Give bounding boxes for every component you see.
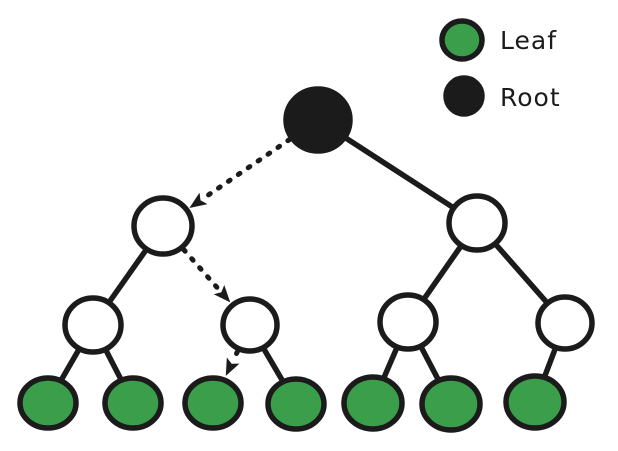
internal-node-ll xyxy=(62,295,124,355)
tree-edges xyxy=(58,136,558,383)
search-path-arrow-lr-leaf-3 xyxy=(225,349,240,376)
legend-swatch-leaf xyxy=(439,18,485,62)
internal-node-lr xyxy=(220,296,280,354)
legend-swatch-root xyxy=(443,75,485,117)
edge-ll-leaf-2 xyxy=(104,349,124,382)
internal-node-rr xyxy=(535,294,595,352)
search-path-arrow-l-lr xyxy=(181,247,231,303)
edge-l-ll xyxy=(106,248,148,305)
edge-lr-leaf-4 xyxy=(262,347,285,383)
leaf-node-1 xyxy=(17,375,79,431)
legend-label-leaf: Leaf xyxy=(500,26,557,55)
search-path-arrow-root-l xyxy=(189,137,292,208)
leaf-node-6 xyxy=(419,375,483,433)
internal-node-r xyxy=(446,193,508,253)
internal-node-l xyxy=(131,195,195,257)
edge-root-r xyxy=(344,136,456,211)
legend-label-root: Root xyxy=(500,83,561,112)
internal-node-rl xyxy=(377,292,439,352)
edge-ll-leaf-1 xyxy=(58,348,81,382)
edge-rl-leaf-5 xyxy=(381,347,399,380)
edge-r-rl xyxy=(421,245,463,302)
leaf-node-5 xyxy=(341,374,405,432)
edge-r-rr xyxy=(494,243,550,306)
leaf-node-3 xyxy=(182,375,244,431)
root-node xyxy=(283,86,353,154)
edge-rl-leaf-6 xyxy=(419,346,441,382)
leaf-node-4 xyxy=(265,376,327,432)
tree-nodes xyxy=(17,86,595,433)
edge-rr-leaf-7 xyxy=(542,347,558,379)
leaf-node-7 xyxy=(503,373,567,431)
leaf-node-2 xyxy=(102,375,164,431)
